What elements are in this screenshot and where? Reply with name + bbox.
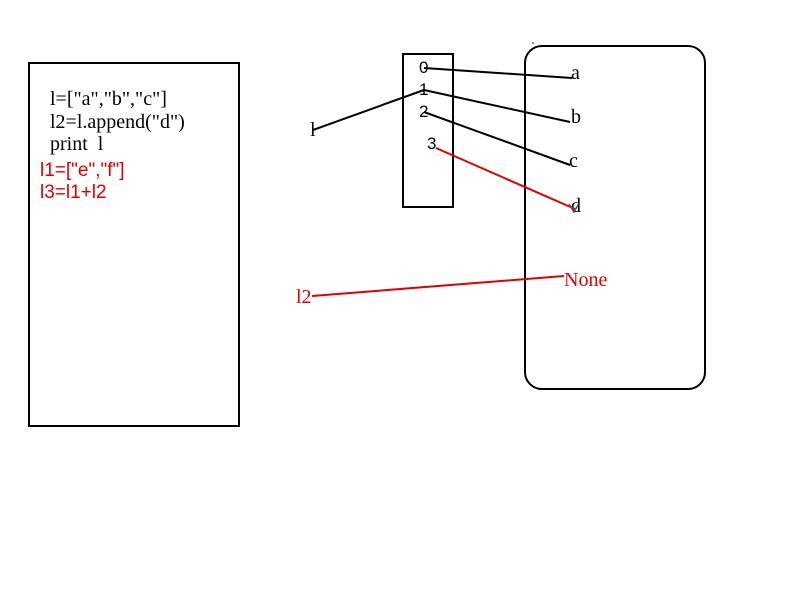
code-line-5: l3=l1+l2 xyxy=(40,182,107,203)
variable-l2: l2 xyxy=(296,286,312,308)
index-0: 0 xyxy=(419,58,429,77)
heap-box xyxy=(524,45,706,390)
variable-l: l xyxy=(310,119,316,141)
arrow-index2-to-c xyxy=(423,111,571,166)
arrow-l2-to-none xyxy=(311,275,565,297)
index-2: 2 xyxy=(419,102,429,121)
heap-top-dot xyxy=(532,42,534,44)
code-line-2: l2=l.append("d") xyxy=(50,111,185,133)
arrow-index0-to-a xyxy=(423,67,573,79)
list-index-box xyxy=(402,53,454,208)
code-line-3: print l xyxy=(50,133,104,155)
index-3: 3 xyxy=(427,134,437,153)
code-panel xyxy=(28,62,240,427)
element-c: c xyxy=(569,150,578,172)
element-d: d xyxy=(571,195,581,217)
arrow-index3-to-d xyxy=(435,147,576,210)
element-b: b xyxy=(571,106,581,128)
arrow-d-scribble xyxy=(568,203,579,214)
none-label: None xyxy=(564,269,608,291)
arrow-l-to-index1 xyxy=(312,89,425,131)
code-line-1: l=["a","b","c"] xyxy=(50,88,167,110)
element-a: a xyxy=(571,62,580,84)
arrow-index1-to-b xyxy=(423,89,571,123)
code-line-4: l1=["e","f"] xyxy=(40,160,125,181)
